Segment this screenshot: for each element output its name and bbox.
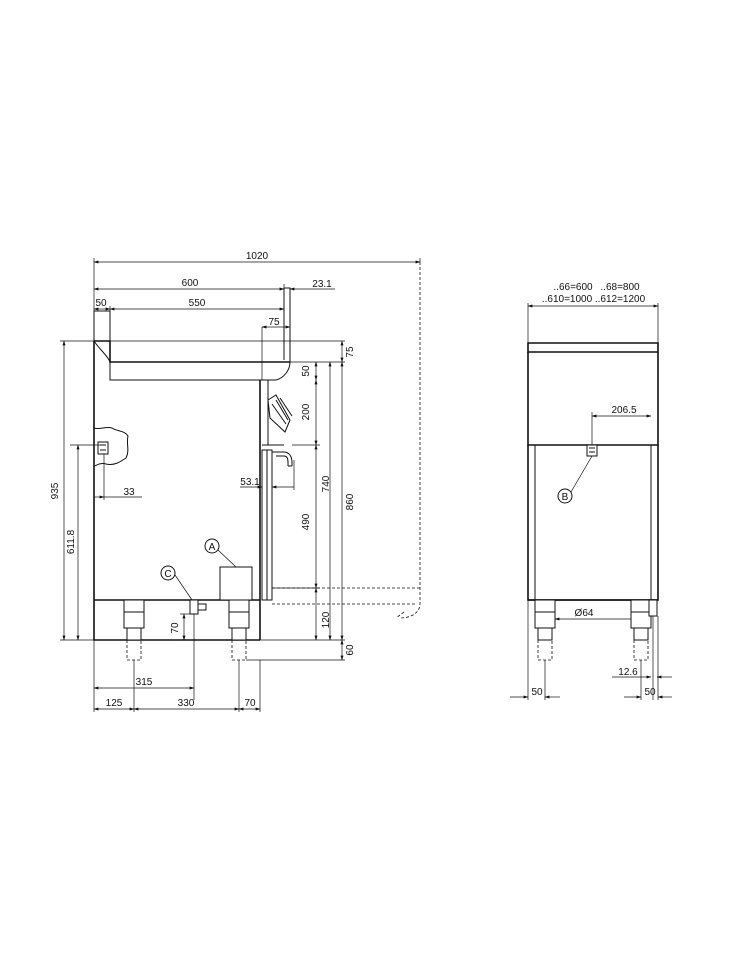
dim-200: 200 xyxy=(301,379,318,446)
dim-206-5: 206.5 xyxy=(591,405,652,445)
dim-60: 60 xyxy=(340,639,356,661)
dim-550-label: 550 xyxy=(189,298,206,309)
connection-cutaway xyxy=(93,426,129,467)
side-door xyxy=(261,449,293,601)
dim-60-label: 60 xyxy=(345,644,356,656)
dim-50-top: 50 xyxy=(93,298,111,362)
dim-23-1-label: 23.1 xyxy=(312,279,332,290)
dim-33-label: 33 xyxy=(123,487,135,498)
dim-width-600: ..66=600 xyxy=(553,282,593,293)
dim-23-1: 23.1 xyxy=(289,279,335,291)
dim-600: 600 xyxy=(93,278,285,291)
dim-drain-70-label: 70 xyxy=(170,622,181,634)
front-leg-right xyxy=(630,599,658,661)
dim-200-label: 200 xyxy=(301,403,312,420)
opened-door-outline xyxy=(272,262,421,619)
dim-611-8: 611.8 xyxy=(66,444,100,641)
dim-935: 935 xyxy=(50,340,66,641)
dim-70-bottom: 70 xyxy=(238,698,261,711)
front-view: B ..66=600 ..68=800 ..610=1000 ..612=120… xyxy=(510,282,672,700)
dim-611-8-label: 611.8 xyxy=(66,529,77,554)
dim-12-6-label: 12.6 xyxy=(618,667,638,678)
dim-70-bottom-label: 70 xyxy=(244,698,256,709)
dim-935-label: 935 xyxy=(50,482,61,499)
dim-overall-width: 1020 xyxy=(93,251,421,340)
dim-1020: 1020 xyxy=(246,251,269,262)
dim-width-800: ..68=800 xyxy=(600,282,640,293)
dim-740: 740 xyxy=(321,361,332,641)
callout-b: B xyxy=(557,455,593,504)
dim-330-label: 330 xyxy=(178,698,195,709)
callout-c-label: C xyxy=(164,569,171,580)
dim-right-extension-lines xyxy=(60,340,345,661)
callout-b-label: B xyxy=(562,492,569,503)
dim-50-right-label: 50 xyxy=(301,365,312,377)
dim-75-top-label: 75 xyxy=(268,317,280,328)
dim-315-label: 315 xyxy=(136,677,153,688)
dim-860: 860 xyxy=(340,361,356,641)
dim-diameter-64-label: Ø64 xyxy=(575,608,594,619)
dim-75-right-label: 75 xyxy=(345,346,356,358)
dim-front-leg-left-50-label: 50 xyxy=(531,687,543,698)
dim-50-right: 50 xyxy=(301,361,318,381)
dim-drain-70: 70 xyxy=(170,613,195,700)
dim-120: 120 xyxy=(314,587,332,641)
side-leg-left xyxy=(123,599,145,661)
dim-860-label: 860 xyxy=(345,493,356,510)
dim-125: 125 xyxy=(93,698,135,711)
callout-a: A xyxy=(204,538,237,568)
side-view: A C xyxy=(50,251,421,712)
dim-600-label: 600 xyxy=(182,278,199,289)
dim-75-top: 75 xyxy=(261,317,291,380)
front-body xyxy=(527,342,659,601)
dim-12-6: 12.6 xyxy=(612,616,672,700)
dim-front-width: ..66=600 ..68=800 ..610=1000 ..612=1200 xyxy=(527,282,659,343)
callout-a-label: A xyxy=(209,542,216,553)
dim-50-top-label: 50 xyxy=(95,298,107,309)
side-leg-right xyxy=(228,599,250,661)
dim-front-leg-right-50: 50 xyxy=(624,616,672,700)
dim-front-leg-right-50-label: 50 xyxy=(644,687,656,698)
dim-33: 33 xyxy=(94,454,142,500)
dim-53-1: 53.1 xyxy=(240,460,295,490)
dim-125-label: 125 xyxy=(106,698,123,709)
dim-front-leg-left-50: 50 xyxy=(510,600,560,700)
dim-75-right: 75 xyxy=(340,340,356,363)
dim-490-label: 490 xyxy=(301,513,312,530)
callout-c: C xyxy=(160,565,193,601)
drain-c xyxy=(189,599,207,615)
component-a-box xyxy=(219,566,253,601)
dim-490: 490 xyxy=(301,444,318,589)
dim-120-label: 120 xyxy=(321,611,332,628)
dim-53-1-label: 53.1 xyxy=(240,477,260,488)
dim-bottom-extension-lines xyxy=(93,640,261,712)
dim-550: 550 xyxy=(109,298,285,311)
dim-diameter-64: Ø64 xyxy=(554,608,631,621)
dim-width-1200: ..612=1200 xyxy=(595,294,646,305)
valve-handle xyxy=(262,380,293,446)
dim-206-5-label: 206.5 xyxy=(611,405,636,416)
dim-740-label: 740 xyxy=(321,475,332,492)
front-leg-left xyxy=(534,599,556,661)
dim-315: 315 xyxy=(93,677,195,690)
dim-330: 330 xyxy=(133,698,240,711)
dim-width-1000: ..610=1000 xyxy=(542,294,593,305)
connector-b xyxy=(586,444,598,457)
